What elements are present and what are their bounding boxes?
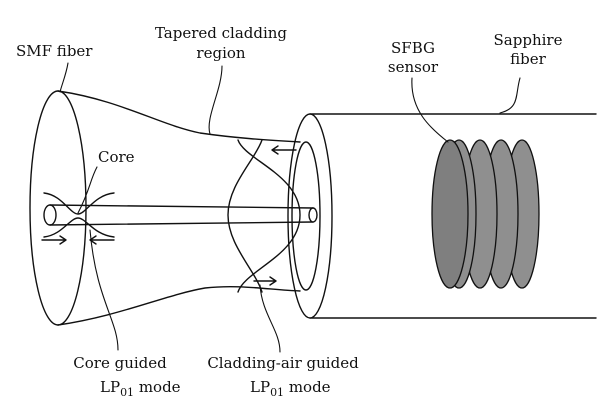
label-cladding-guided-mode: mode: [284, 378, 331, 396]
label-smf-fiber: SMF fiber: [16, 42, 93, 60]
leader-tapered-region: [208, 65, 223, 135]
label-core-guided-mode: mode: [134, 378, 181, 396]
core-mode-right-arrow-icon: [41, 235, 67, 245]
fiber-core: [43, 204, 318, 226]
leader-core-guided-mode: [89, 229, 119, 351]
label-core-guided-lp: LP: [100, 378, 120, 396]
label-sapphire-line1: Sapphire: [494, 31, 563, 49]
label-cladding-guided-subscript: 01: [270, 386, 284, 399]
core-mode-profile: [41, 192, 115, 245]
leader-sfbg-sensor: [411, 77, 449, 143]
label-tapered-cladding-line2: region: [196, 44, 245, 62]
smf-end-face: [29, 90, 87, 326]
label-cladding-guided-line1: Cladding-air guided: [207, 354, 359, 372]
label-sfbg-line2: sensor: [388, 58, 439, 76]
core-top-edge: [49, 204, 314, 209]
cladding-mode-top-arrow-icon: [271, 145, 297, 155]
taper-top-edge: [57, 90, 301, 143]
label-core-guided-subscript: 01: [120, 386, 134, 399]
core-mode-lower-curve: [43, 217, 115, 238]
taper-end-face: [291, 141, 321, 291]
leader-smf-fiber: [59, 62, 69, 93]
core-far-face: [308, 207, 318, 223]
label-sfbg-line1: SFBG: [391, 39, 435, 57]
label-sapphire-line2: fiber: [510, 50, 546, 68]
label-tapered-cladding-line1: Tapered cladding: [155, 24, 287, 42]
cladding-mode-curve-left: [237, 139, 301, 293]
taper-bottom-edge: [57, 285, 301, 326]
grating-disc-1: [431, 139, 469, 289]
core-end-face: [43, 204, 57, 226]
leader-core: [77, 166, 98, 214]
cladding-mode-profile: [227, 139, 301, 293]
label-core: Core: [98, 148, 135, 166]
label-cladding-guided-lp: LP: [250, 378, 270, 396]
label-core-guided-line2: LP01 mode: [100, 378, 181, 399]
core-mode-upper-curve: [43, 192, 115, 215]
sfbg-grating: [431, 139, 540, 289]
core-mode-left-arrow-icon: [89, 235, 115, 245]
leader-cladding-mode: [259, 284, 281, 353]
cladding-mode-curve-right: [227, 139, 263, 293]
label-cladding-guided-line2: LP01 mode: [250, 378, 331, 399]
leader-lines: [59, 62, 521, 353]
cladding-mode-bottom-arrow-icon: [253, 276, 277, 286]
core-bottom-edge: [49, 221, 314, 226]
label-core-guided-line1: Core guided: [73, 354, 167, 372]
leader-sapphire-fiber: [499, 77, 521, 114]
